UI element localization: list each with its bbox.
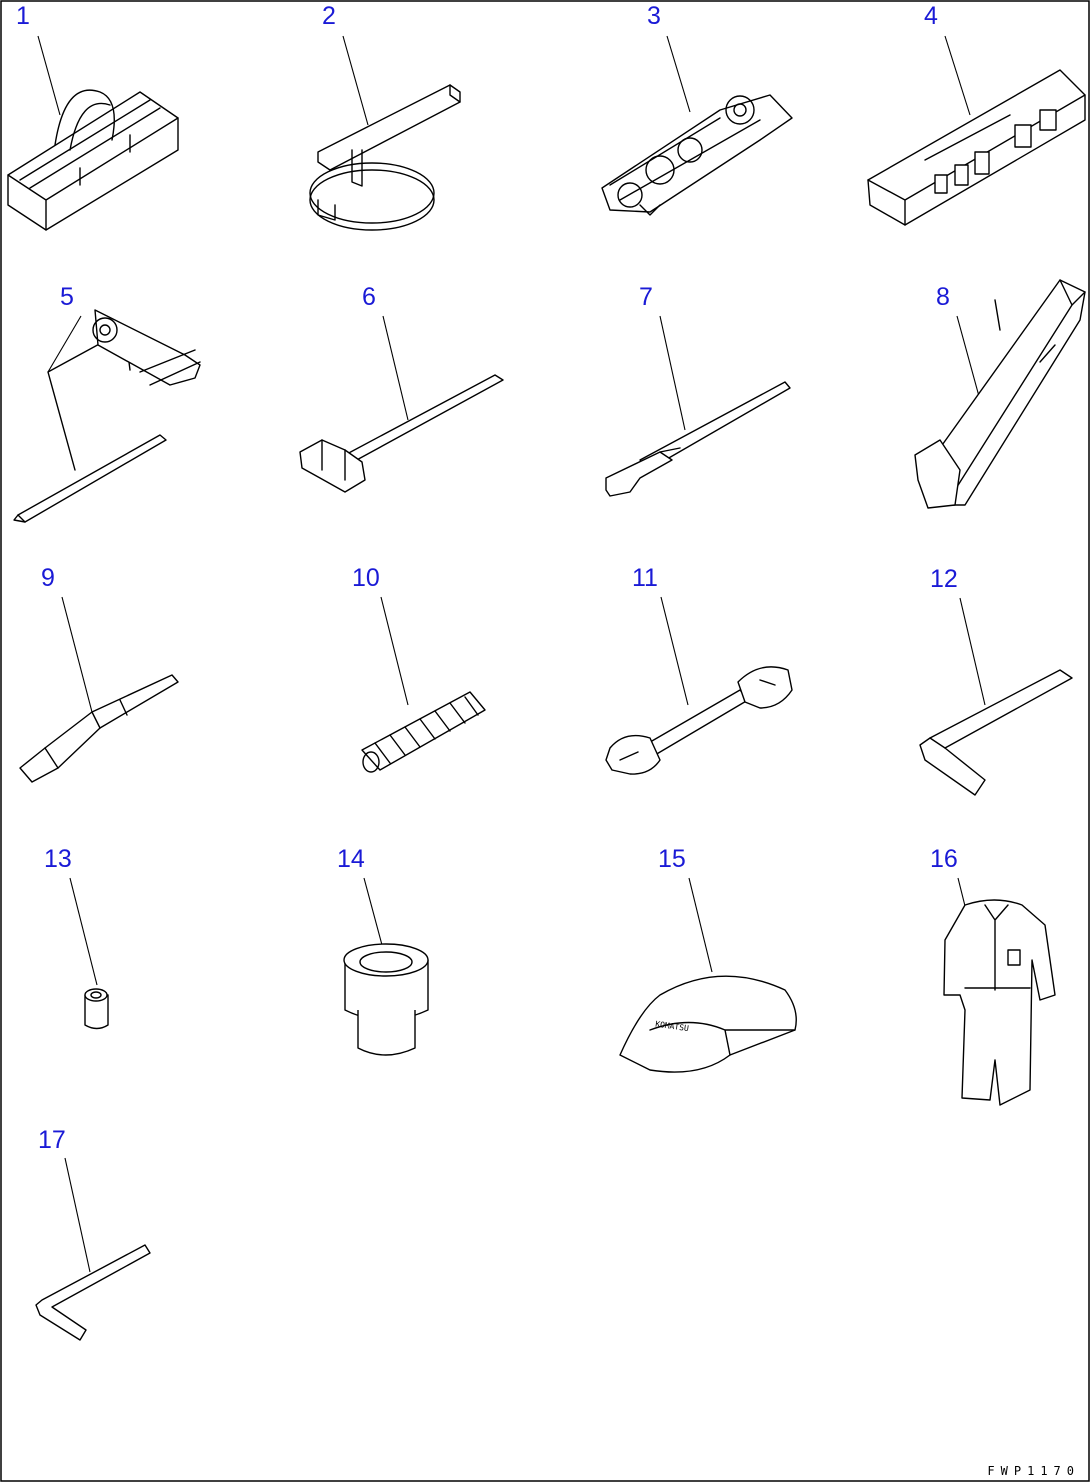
- nozzle-icon: [19, 674, 179, 783]
- callout-11: 11: [632, 564, 658, 592]
- callout-9: 9: [41, 564, 55, 592]
- hammer-icon: [299, 374, 504, 493]
- leader-line-14: [363, 877, 383, 946]
- leader-line-17: [64, 1157, 91, 1273]
- leader-line-13: [69, 877, 98, 986]
- callout-5: 5: [60, 283, 74, 311]
- open-end-wrench-icon: [605, 666, 793, 775]
- leader-line-3: [666, 35, 691, 113]
- leader-line-7: [659, 315, 686, 431]
- bar-icon: [605, 381, 791, 497]
- leader-line-11: [660, 596, 689, 706]
- leader-line-15: [688, 877, 713, 973]
- callout-12: 12: [930, 565, 958, 593]
- callout-3: 3: [647, 2, 661, 30]
- leader-line-8: [956, 315, 981, 401]
- callout-8: 8: [936, 283, 950, 311]
- cap-icon: KOMATSU: [619, 975, 797, 1073]
- tool-bag-icon: [7, 89, 179, 231]
- callout-16: 16: [930, 845, 958, 873]
- leader-line-2: [342, 35, 369, 126]
- callout-15: 15: [658, 845, 686, 873]
- leader-line-4: [944, 35, 971, 116]
- leader-line-10: [380, 596, 409, 706]
- callout-14: 14: [337, 845, 365, 873]
- leader-line-12: [959, 597, 986, 706]
- drawing-id: FWP1170: [987, 1464, 1080, 1478]
- leader-line-5: [47, 315, 82, 373]
- leader-line-1: [37, 35, 61, 116]
- grease-gun-icon: [914, 279, 1086, 509]
- leader-line-9: [61, 596, 93, 713]
- screwdriver-set-icon: [13, 309, 201, 523]
- socket-set-case-icon: [867, 69, 1086, 226]
- coverall-icon: [943, 899, 1056, 1106]
- hex-key-small-icon: [35, 1244, 151, 1341]
- small-socket-icon: [84, 988, 109, 1030]
- hose-icon: [361, 691, 486, 773]
- callout-7: 7: [639, 283, 653, 311]
- callout-2: 2: [322, 2, 336, 30]
- callout-6: 6: [362, 283, 376, 311]
- filter-wrench-icon: [309, 84, 461, 231]
- large-socket-icon: [343, 943, 429, 1056]
- callout-4: 4: [924, 2, 938, 30]
- callout-10: 10: [352, 564, 380, 592]
- leader-line-6: [382, 315, 409, 421]
- leader-lines: [37, 35, 986, 1273]
- hex-key-large-icon: [919, 669, 1073, 796]
- callout-1: 1: [16, 2, 30, 30]
- callout-13: 13: [44, 845, 72, 873]
- wrench-set-icon: [601, 94, 793, 216]
- callout-17: 17: [38, 1126, 66, 1154]
